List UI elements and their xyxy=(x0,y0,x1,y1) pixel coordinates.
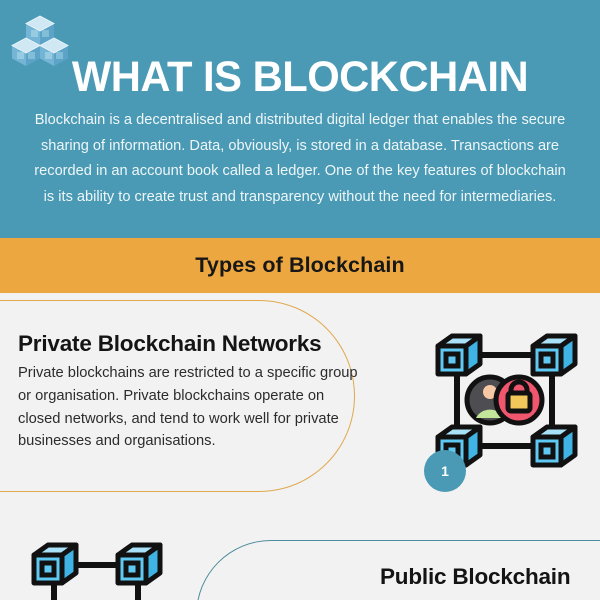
hero-description: Blockchain is a decentralised and distri… xyxy=(34,112,566,205)
page-title: WHAT IS BLOCKCHAIN xyxy=(71,53,529,101)
types-section-band: Types of Blockchain xyxy=(0,238,600,293)
private-step-badge: 1 xyxy=(424,450,466,492)
types-section-title: Types of Blockchain xyxy=(195,253,405,277)
blockchain-network-public-icon xyxy=(22,533,172,600)
hero-section: WHAT IS BLOCKCHAIN Blockchain is a decen… xyxy=(0,0,600,238)
public-blockchain-heading: Public Blockchain xyxy=(380,564,571,589)
private-blockchain-heading: Private Blockchain Networks xyxy=(18,331,322,356)
private-blockchain-card xyxy=(0,300,355,492)
blockchain-cubes-logo-icon xyxy=(9,8,71,70)
private-blockchain-body: Private blockchains are restricted to a … xyxy=(18,365,358,450)
lock-icon xyxy=(493,374,545,426)
